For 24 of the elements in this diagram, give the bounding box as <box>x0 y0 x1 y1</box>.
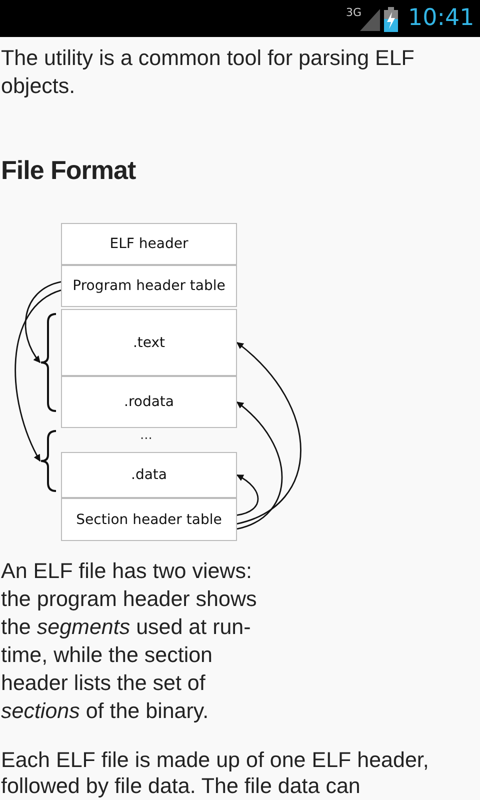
ellipsis: ... <box>140 428 152 443</box>
memory-block <box>61 376 237 428</box>
paragraph: The utility is a common tool for parsing ELF objects. <box>1 45 416 100</box>
section-heading: File Format <box>1 155 136 186</box>
arrow <box>236 401 283 530</box>
arrow <box>24 281 62 364</box>
block-label: .text <box>132 334 166 350</box>
memory-block <box>61 223 237 265</box>
memory-block <box>61 309 237 376</box>
block-label: Section header table <box>76 512 222 528</box>
arrow <box>236 342 302 524</box>
block-label: .data <box>131 467 167 483</box>
paragraph: An ELF file has two views: the program header shows the segments used at run-time, while the section header lists the set of sections of the binary. <box>1 558 258 725</box>
arrow <box>14 290 62 462</box>
network-type: 3G <box>346 7 362 18</box>
paragraph: Each ELF file is made up of one ELF header, followed by file data. The file data can <box>1 747 430 799</box>
arrow <box>236 474 259 516</box>
memory-block <box>61 265 237 307</box>
block-label: .rodata <box>124 394 174 410</box>
clock: 10:41 <box>408 7 474 30</box>
block-label: ELF header <box>110 236 188 252</box>
memory-block <box>61 452 237 498</box>
block-label: Program header table <box>72 278 226 294</box>
memory-block <box>61 498 237 541</box>
